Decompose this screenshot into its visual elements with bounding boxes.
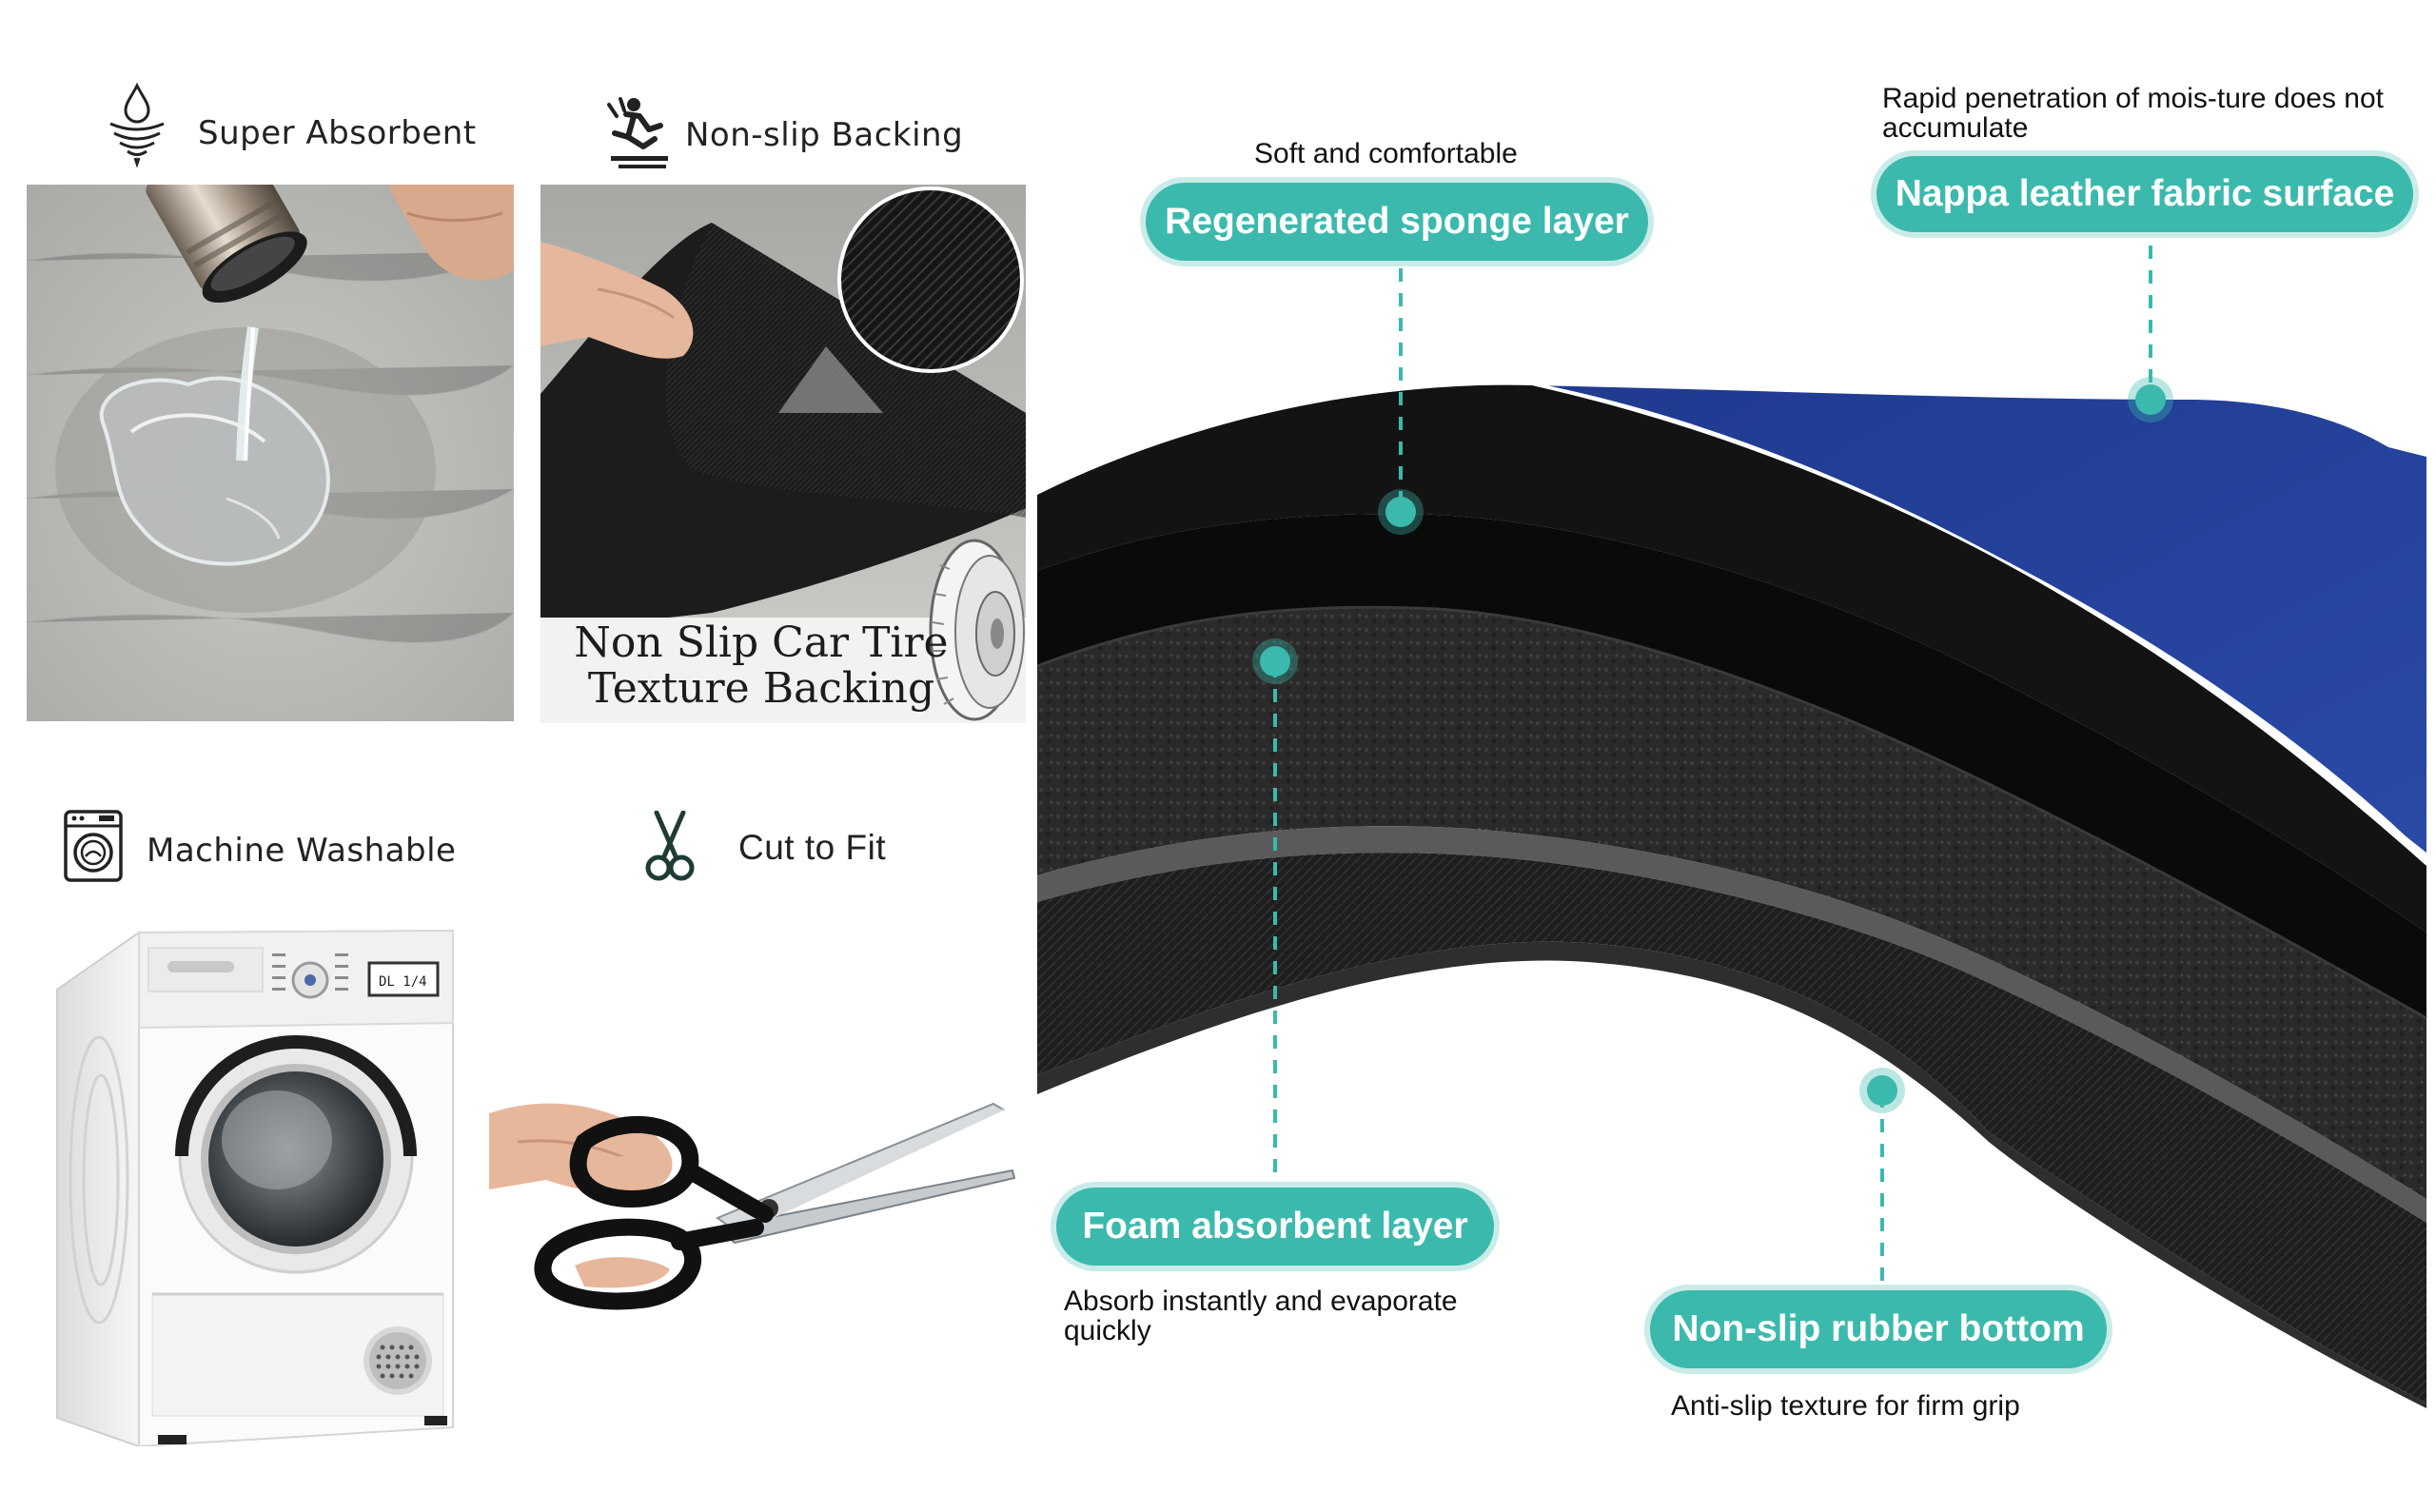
mat-layers-diagram <box>1036 0 2436 1507</box>
cut-to-fit-label: Cut to Fit <box>738 828 887 867</box>
nappa-surface-pill: Nappa leather fabric surface <box>1876 156 2413 232</box>
rubber-bottom-note: Anti-slip texture for firm grip <box>1671 1390 2020 1422</box>
nappa-surface-note: Rapid penetration of mois-ture does not … <box>1882 83 2384 144</box>
non-slip-backing-label: Non-slip Backing <box>685 116 964 154</box>
non-slip-backing-photo <box>540 185 1026 723</box>
foam-layer-note: Absorb instantly and evaporate quickly <box>1064 1286 1458 1346</box>
rubber-bottom-pill: Non-slip rubber bottom <box>1650 1290 2107 1368</box>
washing-machine-icon <box>63 809 124 888</box>
washing-machine-photo: DL 1/4 <box>44 913 462 1446</box>
tire-caption-line-2: Texture Backing <box>587 664 935 713</box>
scissors-photo <box>489 1075 1022 1351</box>
absorbent-photo <box>27 185 514 721</box>
slipping-person-icon <box>605 95 672 176</box>
machine-washable-label: Machine Washable <box>147 832 457 870</box>
washer-display-text: DL 1/4 <box>379 974 427 990</box>
tire-caption-line-1: Non Slip Car Tire <box>574 619 949 667</box>
sponge-layer-note: Soft and comfortable <box>1254 138 1518 169</box>
scissors-icon <box>643 810 697 886</box>
tire-caption: Non Slip Car Tire Texture Backing <box>561 620 961 712</box>
sponge-layer-pill: Regenerated sponge layer <box>1146 183 1648 261</box>
water-drop-icon <box>103 82 171 172</box>
foam-layer-pill: Foam absorbent layer <box>1056 1188 1494 1266</box>
super-absorbent-label: Super Absorbent <box>198 114 477 152</box>
